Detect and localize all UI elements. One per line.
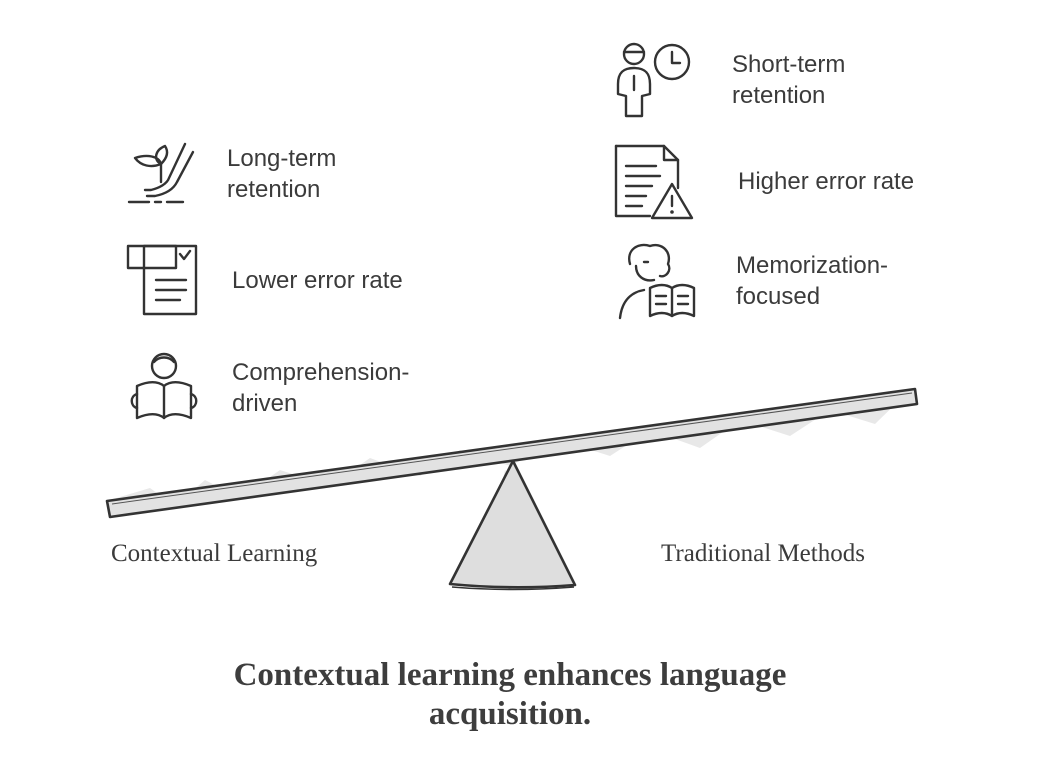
- right-item-memorization-focused: Memorization- focused: [614, 240, 888, 322]
- person-clock-icon: [616, 42, 691, 118]
- right-item-higher-error-rate: Higher error rate: [612, 140, 914, 222]
- right-group-label: Traditional Methods: [661, 540, 865, 567]
- document-warning-icon: [614, 144, 694, 220]
- plant-hand-icon: [127, 142, 195, 204]
- seesaw-plank: [105, 387, 919, 519]
- title-line2: acquisition.: [428, 696, 592, 732]
- plank-sketch-line: [111, 392, 913, 505]
- left-item-lower-error-rate: Lower error rate: [126, 242, 403, 318]
- diagram-title: Contextual learning enhances language ac…: [0, 656, 1020, 734]
- person-reading-icon: [130, 352, 198, 420]
- checked-document-icon: [126, 244, 198, 316]
- left-item-label-line1: Lower error rate: [232, 266, 403, 294]
- right-item-label-line1: Higher error rate: [738, 167, 915, 195]
- seesaw-fulcrum: [448, 459, 577, 589]
- left-item-label-line1: Long-term: [227, 145, 337, 172]
- left-item-label-line2: driven: [232, 390, 298, 417]
- right-item-label-line1: Short-term: [732, 51, 846, 78]
- left-item-long-term-retention: Long-term retention: [125, 138, 336, 210]
- left-group-label: Contextual Learning: [111, 540, 318, 567]
- right-item-short-term-retention: Short-term retention: [612, 40, 845, 120]
- left-item-label-line2: retention: [227, 176, 321, 203]
- left-item-label-line1: Comprehension-: [232, 359, 410, 386]
- right-item-label-line2: focused: [736, 283, 821, 310]
- right-item-label-line1: Memorization-: [736, 252, 889, 279]
- reader-book-icon: [618, 243, 696, 320]
- title-line1: Contextual learning enhances language: [233, 657, 787, 693]
- fulcrum-base-line: [451, 586, 575, 591]
- left-item-comprehension-driven: Comprehension- driven: [127, 350, 409, 426]
- right-item-label-line2: retention: [732, 82, 826, 109]
